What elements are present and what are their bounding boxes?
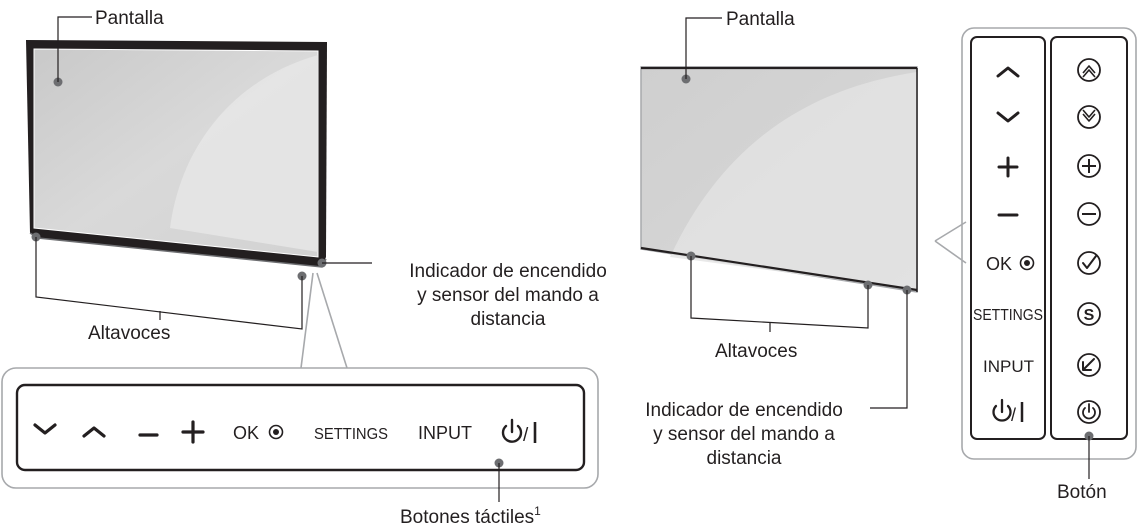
left-zoom-line-a xyxy=(300,272,314,369)
left-tv: Pantalla Altavoces Indicador de encendid… xyxy=(1,8,607,528)
side-settings-button[interactable]: SETTINGS xyxy=(973,307,1043,324)
side-chevron-up-icon[interactable] xyxy=(996,66,1020,78)
right-indicator-line-3: distancia xyxy=(707,448,782,469)
plus-icon[interactable] xyxy=(181,420,205,444)
right-speakers-label: Altavoces xyxy=(715,341,797,362)
circle-settings-letter: S xyxy=(1084,307,1095,324)
left-screen-leader xyxy=(57,16,92,82)
ok-button[interactable]: OK xyxy=(233,423,284,443)
left-zoom-line-b xyxy=(316,272,348,369)
right-zoom-line-a xyxy=(934,221,967,242)
touch-buttons-label: Botones táctiles1 xyxy=(400,504,541,528)
side-ok-dot-icon xyxy=(1019,255,1035,271)
circle-minus-icon[interactable] xyxy=(1077,202,1101,226)
circle-plus-icon[interactable] xyxy=(1077,154,1101,178)
circle-settings-icon[interactable]: S xyxy=(1077,302,1101,326)
side-panel-left-column xyxy=(970,36,1046,440)
left-speakers-label: Altavoces xyxy=(88,323,170,344)
settings-button[interactable]: SETTINGS xyxy=(314,426,388,443)
circle-power-icon[interactable] xyxy=(1077,400,1101,424)
left-indicator-line-3: distancia xyxy=(471,309,546,330)
chevron-up-icon[interactable] xyxy=(82,426,106,438)
side-ok-label: OK xyxy=(986,254,1012,274)
side-panel-outer xyxy=(961,27,1137,460)
touch-panel-inner xyxy=(15,383,586,472)
circle-up-icon[interactable] xyxy=(1077,58,1101,82)
right-screen-leader xyxy=(685,17,722,79)
right-tv-reflection xyxy=(670,72,917,290)
ok-button-label: OK xyxy=(233,423,259,443)
right-tv: Pantalla Altavoces Indicador de encendid… xyxy=(640,9,1137,503)
ok-dot-icon xyxy=(268,424,284,440)
side-power-icon xyxy=(992,398,1012,422)
left-speaker-bracket xyxy=(35,237,303,330)
button-label: Botón xyxy=(1057,482,1107,503)
power-icon xyxy=(501,418,523,443)
side-chevron-down-icon[interactable] xyxy=(996,111,1020,123)
input-button[interactable]: INPUT xyxy=(418,423,472,443)
left-indicator-line-2: y sensor del mando a xyxy=(417,285,599,306)
side-power-slash: / xyxy=(1011,405,1016,425)
right-zoom-line-b xyxy=(934,240,967,264)
right-speaker-bracket xyxy=(690,256,869,329)
right-indicator-line-2: y sensor del mando a xyxy=(653,424,835,445)
chevron-down-icon[interactable] xyxy=(33,423,57,435)
side-ok-button[interactable]: OK xyxy=(986,254,1035,274)
power-button[interactable]: / xyxy=(501,418,537,446)
touch-panel-outer xyxy=(1,367,599,489)
side-panel-right-column xyxy=(1050,36,1128,440)
circle-input-icon[interactable] xyxy=(1077,353,1101,377)
circle-down-icon[interactable] xyxy=(1077,105,1101,129)
side-input-button[interactable]: INPUT xyxy=(983,357,1034,376)
left-tv-reflection xyxy=(170,55,318,252)
circle-check-icon[interactable] xyxy=(1077,251,1101,275)
power-slash: / xyxy=(523,425,529,446)
right-indicator-leader xyxy=(870,290,908,409)
left-screen-label: Pantalla xyxy=(95,8,164,29)
right-indicator-line-1: Indicador de encendido xyxy=(645,400,843,421)
left-indicator-line-1: Indicador de encendido xyxy=(409,261,607,282)
side-power-button[interactable]: / xyxy=(992,398,1024,425)
side-plus-icon[interactable] xyxy=(997,156,1019,178)
right-screen-label: Pantalla xyxy=(726,9,795,30)
